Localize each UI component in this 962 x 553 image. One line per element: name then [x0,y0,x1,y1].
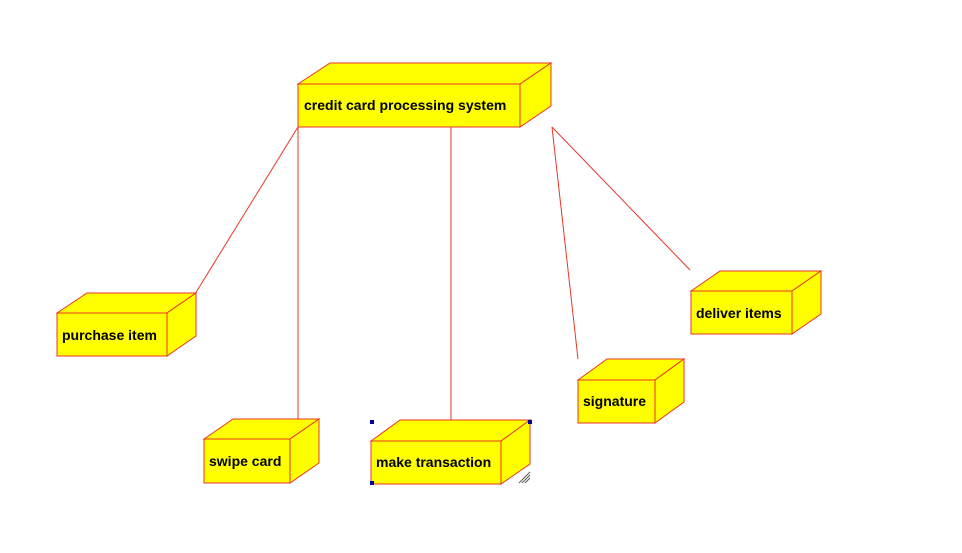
node-top-face [296,62,553,85]
connector-root-purchase-item[interactable] [194,126,299,295]
node-signature[interactable]: signature [576,358,686,424]
node-make-transaction[interactable]: make transaction [369,419,532,485]
node-side-face [166,292,197,357]
connector-root-signature[interactable] [551,126,579,360]
connectors [194,126,691,420]
node-label: purchase item [62,327,157,343]
selection-handle-top-left[interactable] [370,420,374,424]
node-credit-card-processing-system[interactable]: credit card processing system [296,62,553,128]
node-side-face [519,62,552,128]
node-side-face [654,358,685,424]
node-label: credit card processing system [304,97,506,113]
selection-handle-top-right[interactable] [528,420,532,424]
node-side-face [791,270,822,335]
resize-grip-icon[interactable] [518,471,531,484]
node-label: signature [583,393,646,409]
node-label: make transaction [376,454,491,470]
node-deliver-items[interactable]: deliver items [689,270,823,335]
node-side-face [500,419,531,485]
selection-handle-bottom-left[interactable] [370,481,374,485]
node-purchase-item[interactable]: purchase item [55,292,198,357]
node-label: deliver items [696,305,782,321]
connector-root-deliver-items[interactable] [551,126,691,271]
node-label: swipe card [209,453,281,469]
node-side-face [289,418,320,484]
node-swipe-card[interactable]: swipe card [202,418,321,484]
